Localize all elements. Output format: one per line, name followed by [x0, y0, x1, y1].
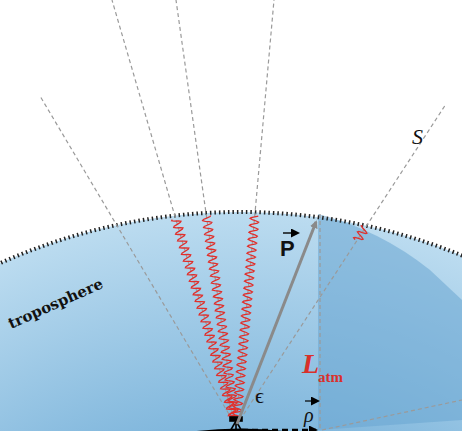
position-vector-arrow	[237, 222, 316, 424]
vector-label: P	[280, 238, 295, 260]
troposphere-band	[0, 212, 462, 431]
signal-wave	[203, 216, 239, 416]
signal-waves	[172, 216, 367, 417]
signal-wave	[354, 226, 367, 240]
delay-label: L	[302, 350, 319, 378]
vector-mark	[305, 400, 318, 401]
tropopause-boundary	[0, 212, 462, 431]
ray-label: S	[412, 126, 423, 148]
vector-label: ρ	[304, 405, 314, 425]
angle-label: ϵ	[255, 385, 264, 407]
receiver-tripod	[229, 417, 243, 431]
ray-lines	[40, 0, 462, 430]
vector-mark	[283, 232, 298, 233]
delay-subscript: atm	[318, 370, 343, 385]
horizontal-vector-arrow	[242, 429, 316, 431]
signal-wave	[233, 216, 259, 416]
